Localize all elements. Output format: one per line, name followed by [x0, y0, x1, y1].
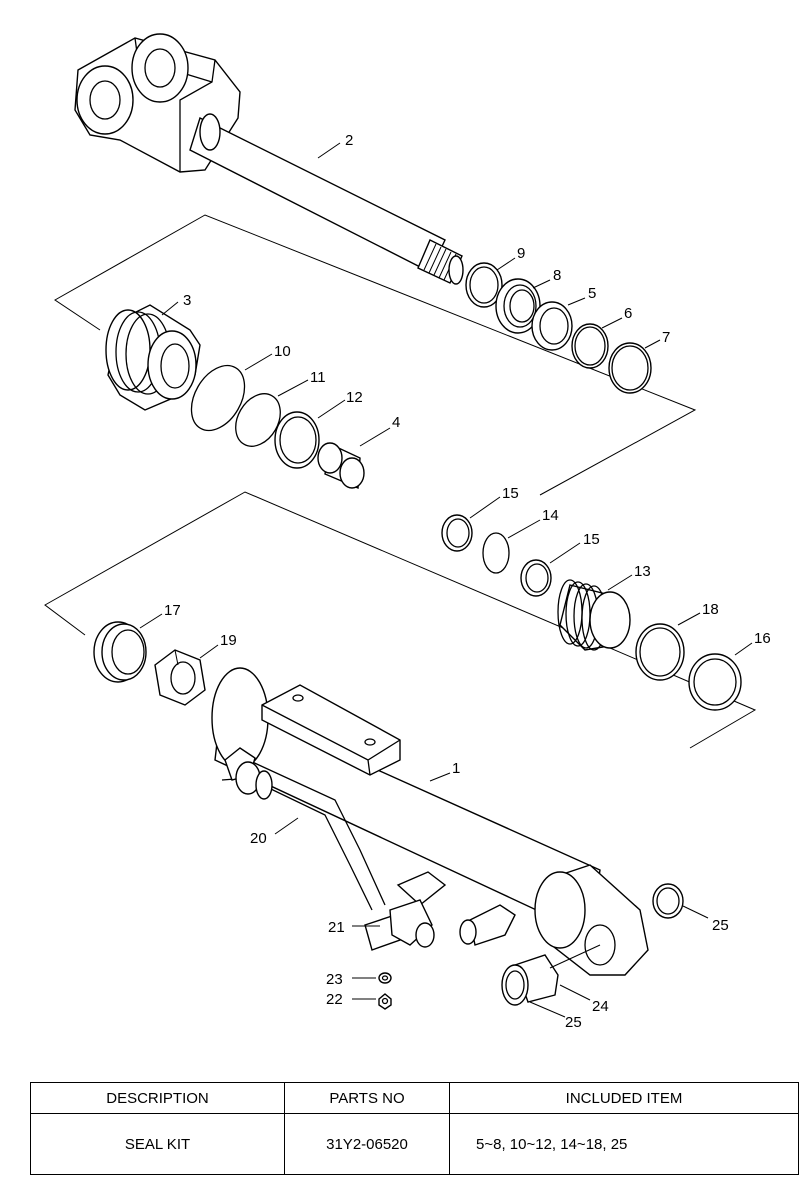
part-8-seal [495, 278, 541, 334]
part-16-ring [688, 653, 742, 711]
part-22-nut [378, 993, 392, 1010]
callout-6: 6 [624, 305, 632, 322]
part-23-washer [378, 972, 392, 984]
callout-7: 7 [662, 329, 670, 346]
part-15-ring-a [441, 514, 473, 552]
callout-20: 20 [250, 830, 267, 847]
callout-1: 1 [452, 760, 460, 777]
callout-13: 13 [634, 563, 651, 580]
part-12-ring [274, 411, 320, 469]
header-description: DESCRIPTION [30, 1082, 285, 1114]
part-10-o-ring [190, 364, 246, 432]
upper-group-outline [54, 214, 697, 496]
callout-15b: 15 [583, 531, 600, 548]
exploded-parts-diagram: 2 3 9 8 5 6 7 10 11 12 4 15 14 15 13 18 … [44, 33, 771, 1031]
part-21-clamp [364, 871, 447, 951]
part-5-seal [531, 301, 573, 351]
callout-24: 24 [592, 998, 609, 1015]
callout-11: 11 [310, 369, 326, 386]
header-included-item: INCLUDED ITEM [449, 1082, 799, 1114]
part-11-ring [235, 393, 281, 447]
part-7-ring [608, 342, 652, 394]
callout-25-right: 25 [712, 917, 729, 934]
header-parts-no: PARTS NO [284, 1082, 450, 1114]
part-1-cylinder-tube [211, 667, 649, 976]
callout-25-bottom: 25 [565, 1014, 582, 1031]
callout-22: 22 [326, 991, 343, 1008]
callout-15a: 15 [502, 485, 519, 502]
callout-2: 2 [345, 132, 353, 149]
callout-18: 18 [702, 601, 719, 618]
callout-14: 14 [542, 507, 559, 524]
cell-included-item: 5~8, 10~12, 14~18, 25 [449, 1113, 799, 1175]
callout-16: 16 [754, 630, 771, 647]
callout-23: 23 [326, 971, 343, 988]
callout-17: 17 [164, 602, 181, 619]
part-3-gland [105, 304, 201, 411]
callout-4: 4 [392, 414, 400, 431]
part-14-ring [482, 532, 510, 574]
callout-21: 21 [328, 919, 345, 936]
part-2-piston-rod [74, 33, 464, 285]
part-13-piston [557, 579, 631, 651]
part-18-ring [635, 623, 685, 681]
lower-group-outline [44, 491, 757, 749]
part-4-bushing [317, 442, 365, 490]
table-row: SEAL KIT 31Y2-06520 5~8, 10~12, 14~18, 2… [30, 1113, 799, 1175]
callout-19: 19 [220, 632, 237, 649]
callout-10: 10 [274, 343, 291, 360]
seal-kit-table: DESCRIPTION PARTS NO INCLUDED ITEM SEAL … [30, 1082, 799, 1175]
leader-lines [139, 142, 753, 1018]
part-17-bush [93, 621, 147, 683]
part-24-bushing [501, 954, 559, 1006]
part-9-ring [465, 262, 503, 308]
part-15-ring-b [520, 559, 552, 597]
part-25-ring-right [652, 883, 684, 919]
part-19-nut [154, 649, 206, 706]
cell-description: SEAL KIT [30, 1113, 285, 1175]
part-6-ring [571, 323, 609, 369]
callout-9: 9 [517, 245, 525, 262]
callout-labels: 2 3 9 8 5 6 7 10 11 12 4 15 14 15 13 18 … [164, 132, 771, 1031]
cell-parts-no: 31Y2-06520 [284, 1113, 450, 1175]
table-header-row: DESCRIPTION PARTS NO INCLUDED ITEM [30, 1082, 799, 1114]
callout-8: 8 [553, 267, 561, 284]
part-20-pipe [221, 747, 386, 911]
callout-5: 5 [588, 285, 596, 302]
callout-3: 3 [183, 292, 191, 309]
callout-12: 12 [346, 389, 363, 406]
